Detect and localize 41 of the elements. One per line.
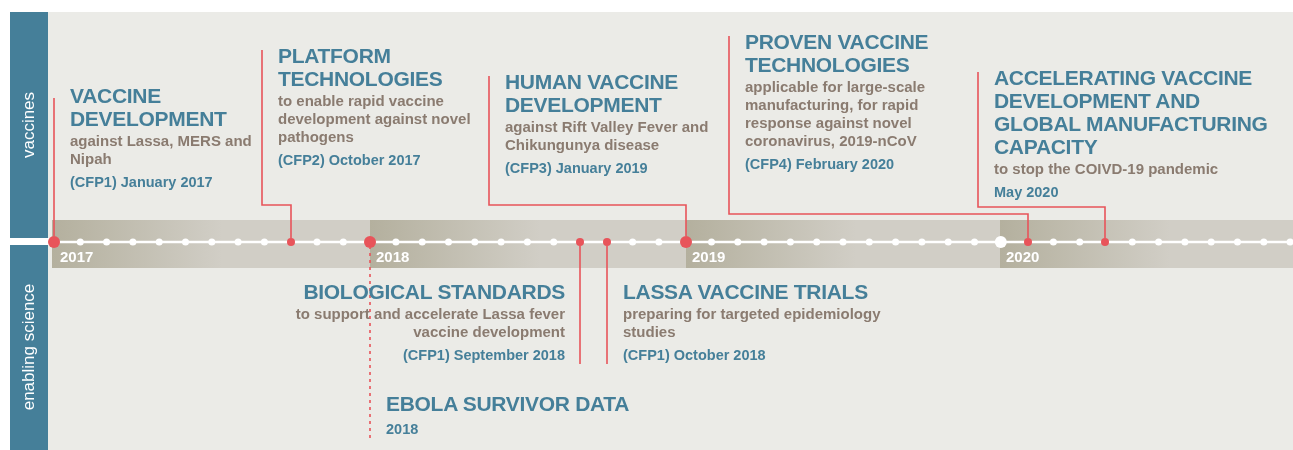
event-heading: BIOLOGICAL STANDARDS	[302, 280, 565, 303]
event-heading: EBOLA SURVIVOR DATA	[386, 392, 631, 415]
event-date: 2018	[386, 420, 420, 438]
leader-line	[977, 71, 1106, 239]
event-heading: VACCINE DEVELOPMENT	[70, 84, 228, 130]
event-date: May 2020	[994, 183, 1060, 201]
event-description: preparing for targeted epidemiology studies	[623, 305, 882, 341]
event-description: to support and accelerate Lassa fever vaccine development	[294, 305, 565, 341]
section-label: vaccines	[20, 91, 38, 159]
milestone-dot	[287, 238, 295, 246]
leader-line	[261, 49, 292, 239]
leader-line	[488, 75, 687, 237]
milestone-dot	[603, 238, 611, 246]
event-date: (CFP1) September 2018	[402, 346, 565, 364]
year-label: 2018	[376, 248, 410, 266]
event-heading: HUMAN VACCINE DEVELOPMENT	[505, 70, 680, 116]
leader-line	[728, 35, 1029, 239]
leader-line	[369, 247, 371, 439]
event-description: to enable rapid vaccine development against novel pathogens	[278, 92, 472, 146]
milestone-dot	[576, 238, 584, 246]
leader-line	[53, 97, 55, 237]
event-date: (CFP2) October 2017	[278, 151, 422, 169]
year-label: 2020	[1006, 248, 1040, 266]
event-heading: LASSA VACCINE TRIALS	[623, 280, 869, 303]
event-description: applicable for large-scale manufacturing, for rapid response against novel coronavirus, 2019-nCoV	[745, 78, 927, 150]
leader-line	[606, 245, 608, 365]
event-heading: PROVEN VACCINE TECHNOLOGIES	[745, 30, 930, 76]
event-date: (CFP4) February 2020	[745, 155, 896, 173]
event-date: (CFP1) January 2017	[70, 173, 214, 191]
event-description: to stop the COIVD-19 pandemic	[994, 160, 1220, 178]
milestone-dot	[1101, 238, 1109, 246]
event-description: against Rift Valley Fever and Chikungunya disease	[505, 118, 710, 154]
year-label: 2019	[692, 248, 726, 266]
event-heading: ACCELERATING VACCINE DEVELOPMENT AND GLOBAL MANUFACTURING CAPACITY	[994, 66, 1269, 158]
event-date: (CFP1) October 2018	[623, 346, 767, 364]
event-heading: PLATFORM TECHNOLOGIES	[278, 44, 444, 90]
milestone-dot	[1024, 238, 1032, 246]
year-label: 2017	[60, 248, 94, 266]
event-description: against Lassa, MERS and Nipah	[70, 132, 253, 168]
event-date: (CFP3) January 2019	[505, 159, 649, 177]
leader-line	[579, 245, 581, 365]
